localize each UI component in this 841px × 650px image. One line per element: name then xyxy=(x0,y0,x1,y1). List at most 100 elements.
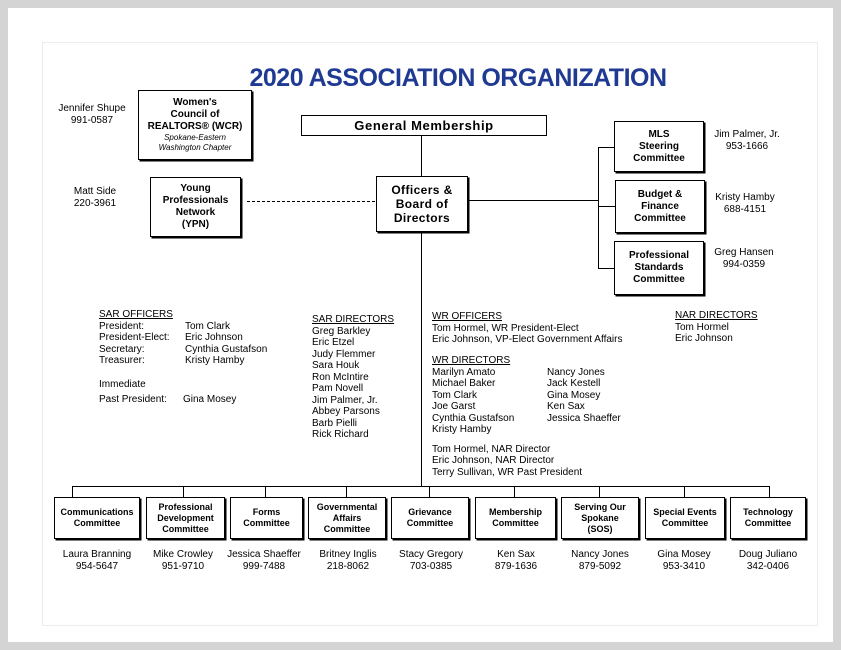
contact-name: Jessica Shaeffer xyxy=(227,549,301,560)
director-name: Rick Richard xyxy=(312,429,369,440)
officer-role: Past President: xyxy=(99,394,167,405)
director-name: Nancy Jones xyxy=(547,366,605,378)
section-heading: WR OFFICERS xyxy=(432,311,502,322)
director-name: Ken Sax xyxy=(547,401,585,412)
director-name: Kristy Hamby xyxy=(432,424,492,435)
connector-drop xyxy=(346,486,347,497)
director-name: Abbey Parsons xyxy=(312,406,380,417)
box-line: Communications xyxy=(60,507,134,517)
box-line: (SOS) xyxy=(587,523,613,534)
section-heading: WR DIRECTORS xyxy=(432,355,511,366)
nar-directors: NAR DIRECTORS Tom Hormel Eric Johnson xyxy=(675,310,758,345)
box-line: Committee xyxy=(162,523,209,534)
officer-role: Secretary: xyxy=(99,343,145,355)
connector-bottom-bus xyxy=(72,486,770,487)
connector-drop xyxy=(684,486,685,497)
contact-phone: 953-3410 xyxy=(662,560,706,572)
ypn-line: Professionals xyxy=(162,195,229,206)
officer-name: Eric Johnson xyxy=(185,332,243,343)
general-membership-box: General Membership xyxy=(301,115,547,136)
wcr-sub: Washington Chapter xyxy=(158,143,232,152)
ypn-contact: Matt Side 220-3961 xyxy=(62,186,128,209)
connector-drop xyxy=(265,486,266,497)
box-line: Committee xyxy=(634,212,686,224)
contact-phone: 994-0359 xyxy=(722,258,766,270)
ypn-line: Network xyxy=(175,207,216,218)
connector-drop xyxy=(183,486,184,497)
professional-development-committee-box: Professional Development Committee xyxy=(146,497,225,539)
connector-drop xyxy=(514,486,515,497)
contact-name: Ken Sax xyxy=(497,549,535,560)
officers-line: Officers & xyxy=(391,183,453,197)
director-name: Sara Houk xyxy=(312,360,360,371)
committee-contact: Britney Inglis 218-8062 xyxy=(305,549,391,572)
membership-committee-box: Membership Committee xyxy=(475,497,556,539)
connector-drop xyxy=(429,486,430,497)
director-name: Jessica Shaeffer xyxy=(547,412,621,424)
box-line: Professional xyxy=(628,250,690,261)
contact-phone: 218-8062 xyxy=(326,560,370,572)
connector-budget xyxy=(598,206,615,207)
contact-name: Jim Palmer, Jr. xyxy=(714,129,780,140)
connector-drop xyxy=(769,486,770,497)
ypn-line: Young xyxy=(180,183,211,194)
box-line: Standards xyxy=(634,262,684,273)
contact-phone: 342-0406 xyxy=(746,560,790,572)
officer-row: President-Elect:Eric Johnson xyxy=(99,332,267,344)
special-events-committee-box: Special Events Committee xyxy=(645,497,725,539)
officer-row: Secretary:Cynthia Gustafson xyxy=(99,344,267,356)
page-title: 2020 ASSOCIATION ORGANIZATION xyxy=(249,64,667,92)
box-line: Committee xyxy=(323,523,371,534)
officer-name: Tom Clark xyxy=(185,320,231,332)
contact-phone: 879-5092 xyxy=(578,560,622,572)
wcr-line: Council of xyxy=(170,109,220,120)
wcr-contact: Jennifer Shupe 991-0587 xyxy=(50,103,134,126)
section-heading: SAR DIRECTORS xyxy=(312,314,395,325)
wcr-line: REALTORS® (WCR) xyxy=(147,121,243,132)
contact-name: Stacy Gregory xyxy=(399,549,463,560)
officer-line: Tom Hormel, WR President-Elect xyxy=(432,322,579,334)
content-frame xyxy=(42,42,818,626)
box-line: Affairs xyxy=(332,512,362,523)
communications-committee-box: Communications Committee xyxy=(54,497,140,539)
director-name: Eric Johnson xyxy=(675,333,733,344)
wcr-box: Women's Council of REALTORS® (WCR) Spoka… xyxy=(138,90,252,160)
section-heading: NAR DIRECTORS xyxy=(675,310,758,321)
contact-phone: 999-7488 xyxy=(242,560,286,572)
budget-contact: Kristy Hamby 688-4151 xyxy=(708,192,782,215)
contact-phone: 220-3961 xyxy=(73,197,117,209)
ypn-box: Young Professionals Network (YPN) xyxy=(150,177,241,237)
box-line: Forms xyxy=(252,507,281,517)
forms-committee-box: Forms Committee xyxy=(230,497,303,539)
connector-right-bus xyxy=(598,147,599,268)
contact-phone: 951-9710 xyxy=(161,560,205,572)
director-name: Cynthia Gustafson xyxy=(432,412,515,424)
contact-phone: 991-0587 xyxy=(70,114,114,126)
box-line: Committee xyxy=(633,152,685,164)
wcr-sub: Spokane-Eastern xyxy=(164,133,226,142)
director-name: Eric Etzel xyxy=(312,337,355,348)
contact-phone: 879-1636 xyxy=(494,560,538,572)
box-line: Steering xyxy=(638,140,679,152)
committee-contact: Doug Juliano 342-0406 xyxy=(726,549,810,572)
committee-contact: Gina Mosey 953-3410 xyxy=(641,549,727,572)
committee-contact: Ken Sax 879-1636 xyxy=(473,549,559,572)
grievance-committee-box: Grievance Committee xyxy=(391,497,469,539)
box-line: Serving Our xyxy=(574,501,626,512)
contact-phone: 954-5647 xyxy=(75,560,119,572)
director-name: Michael Baker xyxy=(432,378,496,389)
standards-contact: Greg Hansen 994-0359 xyxy=(706,247,782,270)
contact-name: Doug Juliano xyxy=(738,549,798,560)
officers-line: Directors xyxy=(393,211,451,225)
box-line: Development xyxy=(157,512,214,523)
director-name: Judy Flemmer xyxy=(312,348,376,360)
box-line: Professional xyxy=(158,501,213,512)
section-heading: SAR OFFICERS xyxy=(99,309,173,320)
connector-trunk xyxy=(421,232,422,486)
box-line: Committee xyxy=(661,518,709,528)
box-line: Spokane xyxy=(581,512,619,523)
connector-standards xyxy=(598,268,614,269)
connector-drop xyxy=(599,486,600,497)
contact-name: Matt Side xyxy=(73,186,117,197)
director-name: Pam Novell xyxy=(312,383,364,394)
